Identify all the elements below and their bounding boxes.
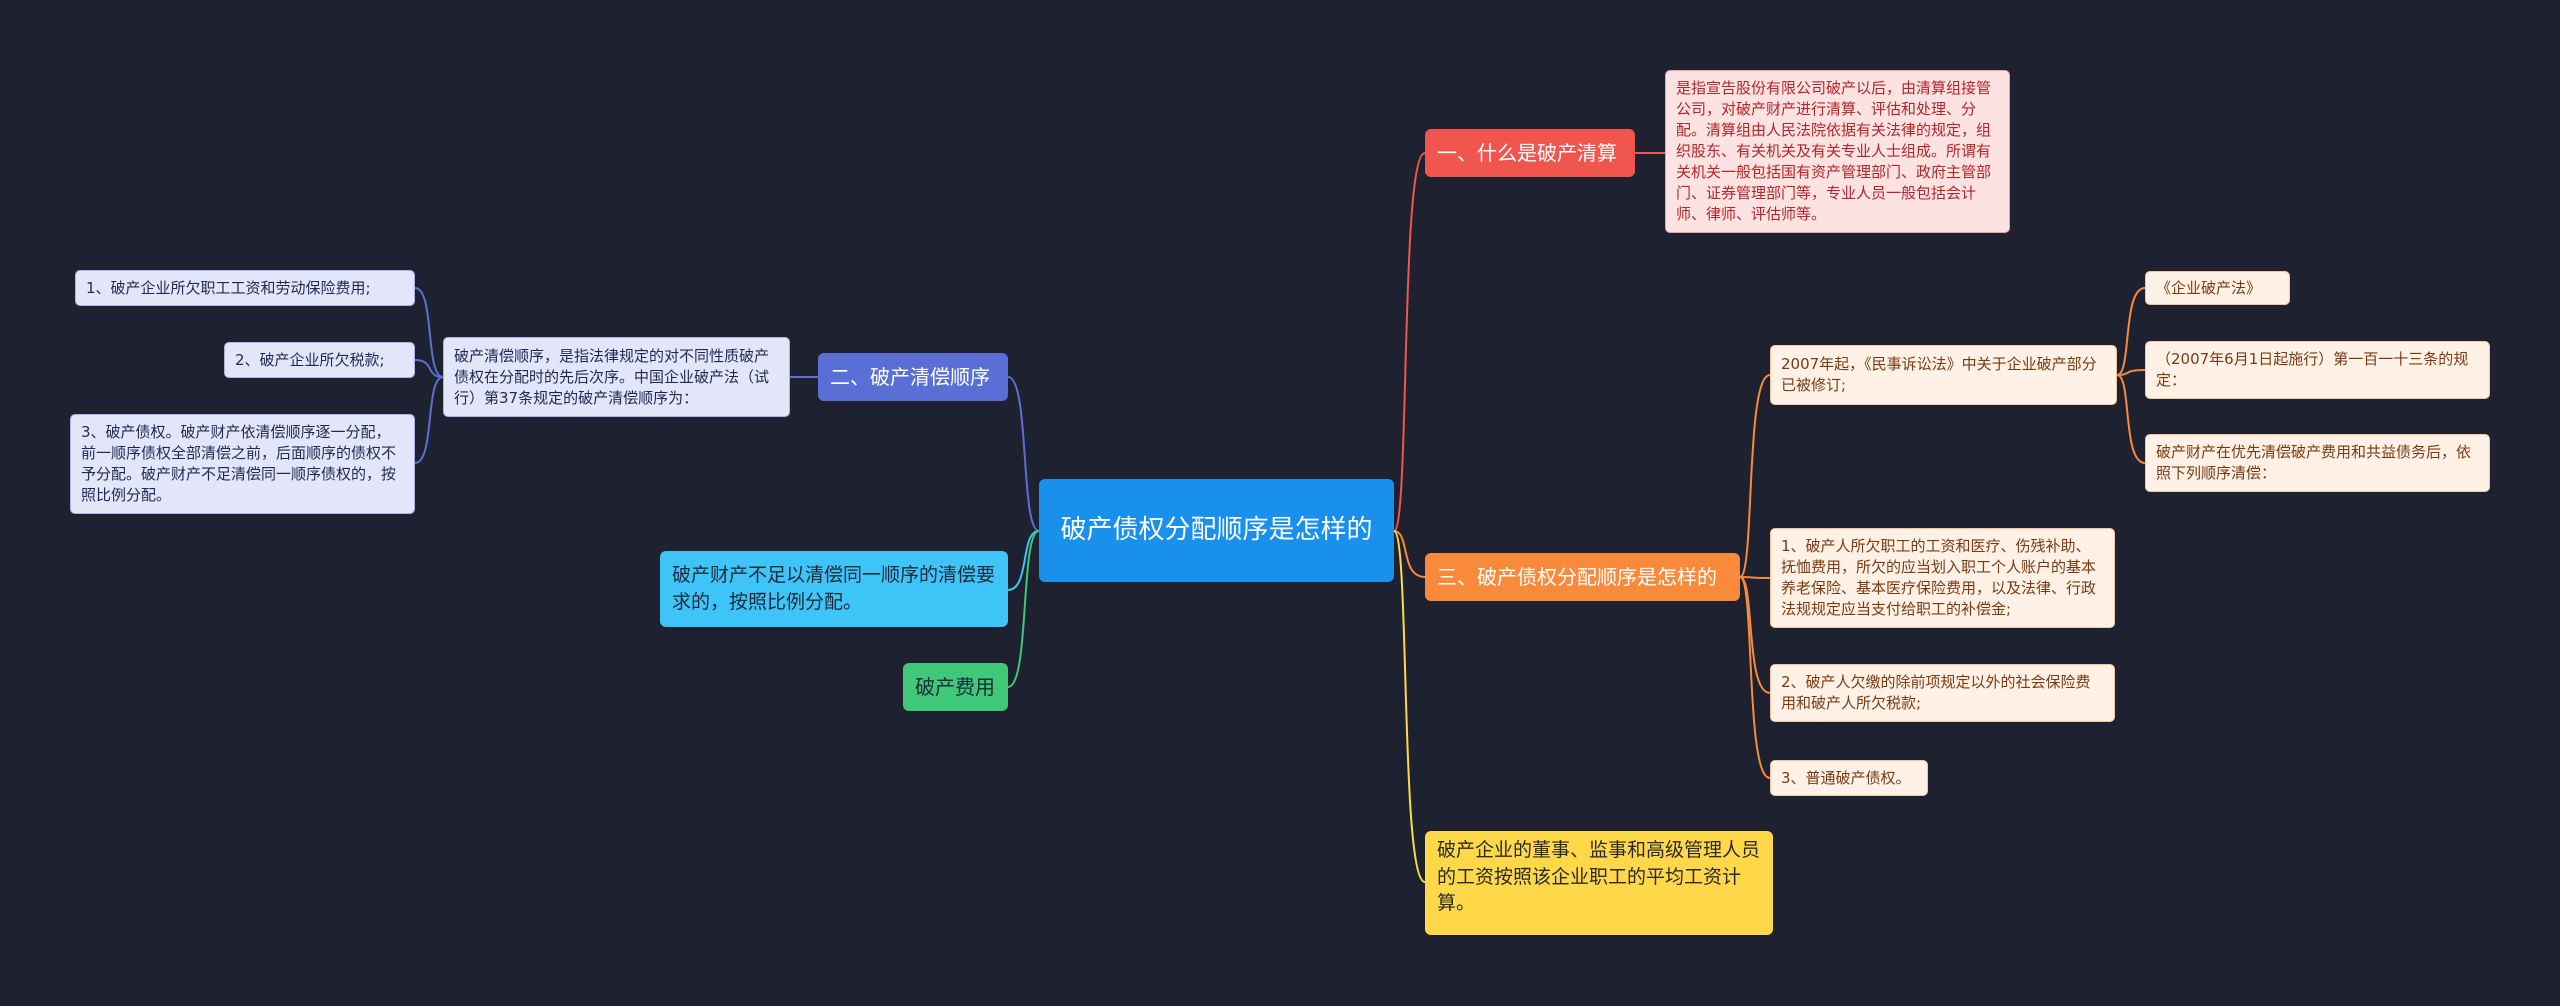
- b2-detail-note: 破产清偿顺序，是指法律规定的对不同性质破产债权在分配时的先后次序。中国企业破产法…: [443, 337, 790, 417]
- link-sub1-i1: [2116, 287, 2146, 376]
- link-b3-item2: [1739, 576, 1771, 694]
- branch-proportional-distribution[interactable]: 破产财产不足以清偿同一顺序的清偿要求的，按照比例分配。: [660, 551, 1008, 627]
- b2-item-2: 2、破产企业所欠税款;: [224, 342, 415, 378]
- link-center-b5: [1007, 530, 1040, 591]
- link-b3-item1: [1739, 576, 1771, 579]
- branch-what-is-bankruptcy-liquidation[interactable]: 一、什么是破产清算: [1425, 129, 1635, 177]
- branch-label: 三、破产债权分配顺序是怎样的: [1437, 565, 1717, 589]
- link-center-b4: [1393, 530, 1426, 883]
- link-b2-i3: [414, 376, 444, 464]
- link-sub1-i3: [2116, 374, 2146, 464]
- link-center-b2: [1007, 376, 1040, 532]
- center-text: 破产债权分配顺序是怎样的: [1060, 515, 1373, 546]
- branch-label: 一、什么是破产清算: [1437, 141, 1617, 165]
- b3-item-2: 2、破产人欠缴的除前项规定以外的社会保险费用和破产人所欠税款;: [1770, 664, 2115, 722]
- b3-item-1: 1、破产人所欠职工的工资和医疗、伤残补助、抚恤费用，所欠的应当划入职工个人账户的…: [1770, 528, 2115, 628]
- b3-sub1-item-1: 《企业破产法》: [2145, 271, 2290, 305]
- link-center-b3: [1393, 530, 1426, 578]
- link-b2-i2: [414, 359, 444, 378]
- b3-sub1-item-2: （2007年6月1日起施行）第一百一十三条的规定：: [2145, 341, 2490, 399]
- link-b3-item3: [1739, 576, 1771, 779]
- link-b3-sub1: [1739, 374, 1771, 578]
- branch-executive-salary-note[interactable]: 破产企业的董事、监事和高级管理人员的工资按照该企业职工的平均工资计算。: [1425, 831, 1773, 935]
- b2-item-3: 3、破产债权。破产财产依清偿顺序逐一分配，前一顺序债权全部清偿之前，后面顺序的债…: [70, 414, 415, 514]
- link-center-b6: [1007, 530, 1040, 688]
- branch-distribution-order[interactable]: 三、破产债权分配顺序是怎样的: [1425, 553, 1740, 601]
- b1-detail-note: 是指宣告股份有限公司破产以后，由清算组接管公司，对破产财产进行清算、评估和处理、…: [1665, 70, 2010, 233]
- center-node[interactable]: 破产债权分配顺序是怎样的: [1039, 479, 1394, 582]
- link-b2-i1: [414, 287, 444, 378]
- branch-repayment-order[interactable]: 二、破产清偿顺序: [818, 353, 1008, 401]
- link-center-b1: [1393, 152, 1426, 532]
- branch-label: 二、破产清偿顺序: [830, 365, 990, 389]
- b2-item-1: 1、破产企业所欠职工工资和劳动保险费用;: [75, 270, 415, 306]
- link-sub1-i2: [2116, 369, 2146, 376]
- branch-bankruptcy-expenses[interactable]: 破产费用: [903, 663, 1008, 711]
- b3-sub1-note: 2007年起，《民事诉讼法》中关于企业破产部分已被修订;: [1770, 345, 2117, 405]
- b3-sub1-item-3: 破产财产在优先清偿破产费用和共益债务后，依照下列顺序清偿：: [2145, 434, 2490, 492]
- b3-item-3: 3、普通破产债权。: [1770, 760, 1928, 796]
